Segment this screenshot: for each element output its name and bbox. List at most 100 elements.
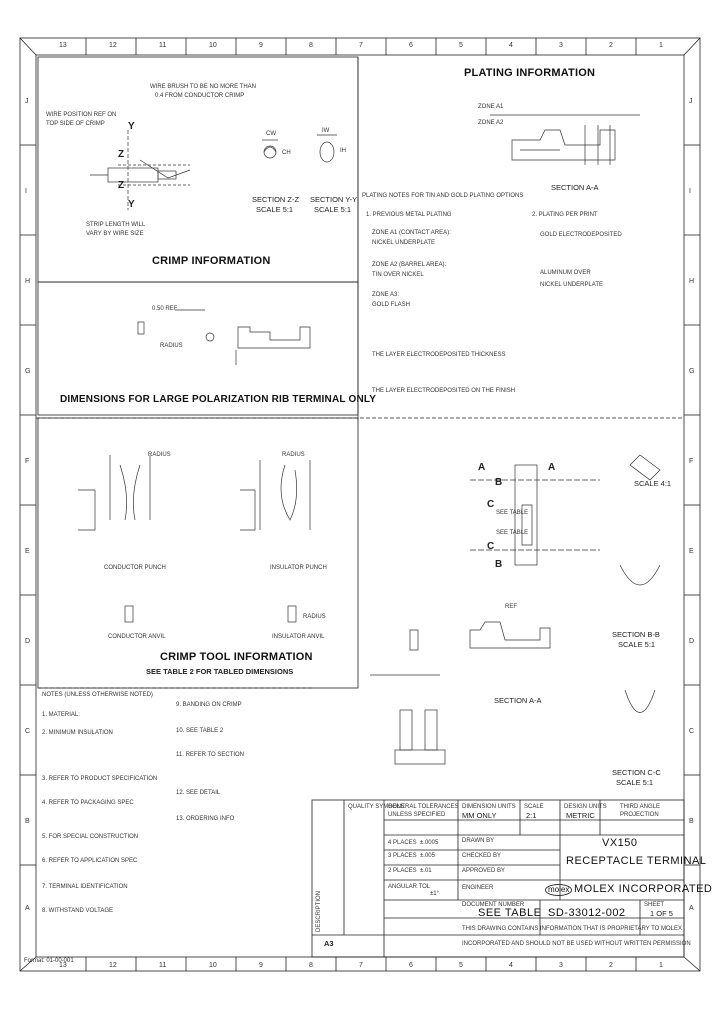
zone-col-9: 9	[259, 42, 263, 49]
general-note-right-3: 12. SEE DETAIL	[176, 790, 221, 796]
product-name: VX150	[602, 837, 638, 849]
iw-label: IW	[322, 128, 330, 134]
section-bb-label: SECTION B-B	[612, 630, 660, 639]
sheet-number: 1 OF 5	[650, 909, 673, 918]
zone-col-6: 6	[409, 42, 413, 49]
scale-label: SCALE	[524, 804, 544, 810]
zone-col-7: 7	[359, 42, 363, 49]
plating-note-3: NICKEL UNDERPLATE	[372, 240, 436, 246]
cw-label: CW	[266, 131, 276, 137]
zone-a2-label: ZONE A2	[478, 120, 504, 126]
plating-note-1: 1. PREVIOUS METAL PLATING	[366, 212, 452, 218]
zone-row-f: F	[689, 458, 694, 465]
zone-row-g-left: G	[25, 368, 31, 375]
quality-symbols-label: QUALITY SYMBOLS	[348, 804, 405, 810]
plating-note-0: PLATING NOTES FOR TIN AND GOLD PLATING O…	[362, 193, 524, 199]
role-2: APPROVED BY	[462, 868, 506, 874]
zone-col-5-bottom: 5	[459, 962, 463, 969]
crimp-info-panel	[37, 56, 359, 283]
general-note-6: 6. REFER TO APPLICATION SPEC	[42, 858, 138, 864]
zone-row-e-left: E	[25, 548, 30, 555]
units-value: MM ONLY	[462, 811, 497, 820]
title-block	[38, 687, 685, 958]
label-z-top: Z	[118, 149, 125, 160]
plating-note-8: THE LAYER ELECTRODEPOSITED THICKNESS	[372, 352, 506, 358]
plating-note-right-2: ALUMINUM OVER	[540, 270, 591, 276]
crimp-info-heading: CRIMP INFORMATION	[152, 255, 271, 267]
general-tolerances-label: GENERAL TOLERANCES	[388, 804, 459, 810]
zone-col-5: 5	[459, 42, 463, 49]
zone-col-8: 8	[309, 42, 313, 49]
tol-val-5: ±1°	[430, 891, 440, 897]
plating-note-2: ZONE A1 (CONTACT AREA):	[372, 230, 451, 236]
label-b-top: B	[495, 477, 503, 488]
label-a-top: A	[478, 462, 486, 473]
zone-col-6-bottom: 6	[409, 962, 413, 969]
label-c-top: C	[487, 499, 495, 510]
plating-note-right-0: 2. PLATING PER PRINT	[532, 212, 598, 218]
zone-row-a-left: A	[25, 905, 30, 912]
general-note-7: 7. TERMINAL IDENTIFICATION	[42, 884, 128, 890]
zone-col-3-bottom: 3	[559, 962, 563, 969]
scale-iso-label: SCALE 4:1	[634, 479, 672, 488]
format-footer: Format: 01-00-001	[24, 958, 74, 964]
tol-row-5: ANGULAR TOL	[388, 884, 431, 890]
company-name: MOLEX INCORPORATED	[574, 883, 713, 895]
tol-val-1: ±.005	[420, 853, 435, 859]
zone-col-2: 2	[609, 42, 613, 49]
proprietary-notice-2: INCORPORATED AND SHOULD NOT BE USED WITH…	[462, 941, 691, 947]
ref-label: REF	[505, 604, 517, 610]
format-label: A3	[324, 939, 334, 948]
unless-specified-label: UNLESS SPECIFIED	[388, 812, 446, 818]
section-aa-top-label: SECTION A-A	[551, 183, 599, 192]
zone-row-c-left: C	[25, 728, 31, 735]
zone-row-i-left: I	[25, 188, 27, 195]
section-cc-label: SECTION C-C	[612, 768, 661, 777]
zone-row-h: H	[689, 278, 695, 285]
label-c-bottom: C	[487, 541, 495, 552]
zone-row-g: G	[689, 368, 695, 375]
zone-col-10: 10	[209, 42, 217, 49]
zone-col-9-bottom: 9	[259, 962, 263, 969]
general-note-2: 2. MINIMUM INSULATION	[42, 730, 113, 736]
strip-length-note-2: VARY BY WIRE SIZE	[86, 231, 144, 237]
zone-col-1: 1	[659, 42, 663, 49]
wire-position-note-2: TOP SIDE OF CRIMP	[46, 121, 105, 127]
revision-history-label: DESCRIPTION	[316, 890, 322, 932]
label-b-bottom: B	[495, 559, 503, 570]
ih-label: IH	[340, 148, 346, 154]
general-note-right-4: 13. ORDERING INFO	[176, 816, 235, 822]
tol-row-2: 2 PLACES	[388, 868, 417, 874]
general-note-0: NOTES (UNLESS OTHERWISE NOTED)	[42, 692, 153, 698]
zone-col-12-bottom: 12	[109, 962, 117, 969]
proprietary-notice-1: THIS DRAWING CONTAINS INFORMATION THAT I…	[462, 926, 683, 932]
label-z-bottom: Z	[118, 180, 125, 191]
general-note-4: 4. REFER TO PACKAGING SPEC	[42, 800, 134, 806]
scale-value: 2:1	[526, 811, 537, 820]
label-y-bottom: Y	[128, 199, 135, 210]
zone-col-8-bottom: 8	[309, 962, 313, 969]
zone-col-2-bottom: 2	[609, 962, 613, 969]
plating-note-right-1: GOLD ELECTRODEPOSITED	[540, 232, 622, 238]
zone-col-4: 4	[509, 42, 513, 49]
strip-length-note: STRIP LENGTH WILL	[86, 222, 146, 228]
wire-position-note: WIRE POSITION REF ON	[46, 112, 117, 118]
design-units-label: DESIGN UNITS	[564, 804, 607, 810]
see-table-value: SEE TABLE	[478, 907, 542, 919]
zone-row-j-left: J	[25, 98, 29, 105]
zone-row-d: D	[689, 638, 695, 645]
insulator-punch-label: INSULATOR PUNCH	[270, 565, 327, 571]
zone-row-a: A	[689, 905, 694, 912]
large-rib-drawing	[137, 309, 311, 365]
ch-label: CH	[282, 150, 291, 156]
conductor-anvil-label: CONDUCTOR ANVIL	[108, 634, 166, 640]
plating-info-heading: PLATING INFORMATION	[464, 67, 596, 79]
wire-brush-note-2: 0.4 FROM CONDUCTOR CRIMP	[155, 93, 245, 99]
zone-col-3: 3	[559, 42, 563, 49]
document-number: SD-33012-002	[548, 907, 626, 919]
plating-note-4: ZONE A2 (BARREL AREA):	[372, 262, 447, 268]
zone-a1-label: ZONE A1	[478, 104, 504, 110]
general-note-right-2: 11. REFER TO SECTION	[176, 752, 245, 758]
section-aa-mid-label: SECTION A-A	[494, 696, 542, 705]
